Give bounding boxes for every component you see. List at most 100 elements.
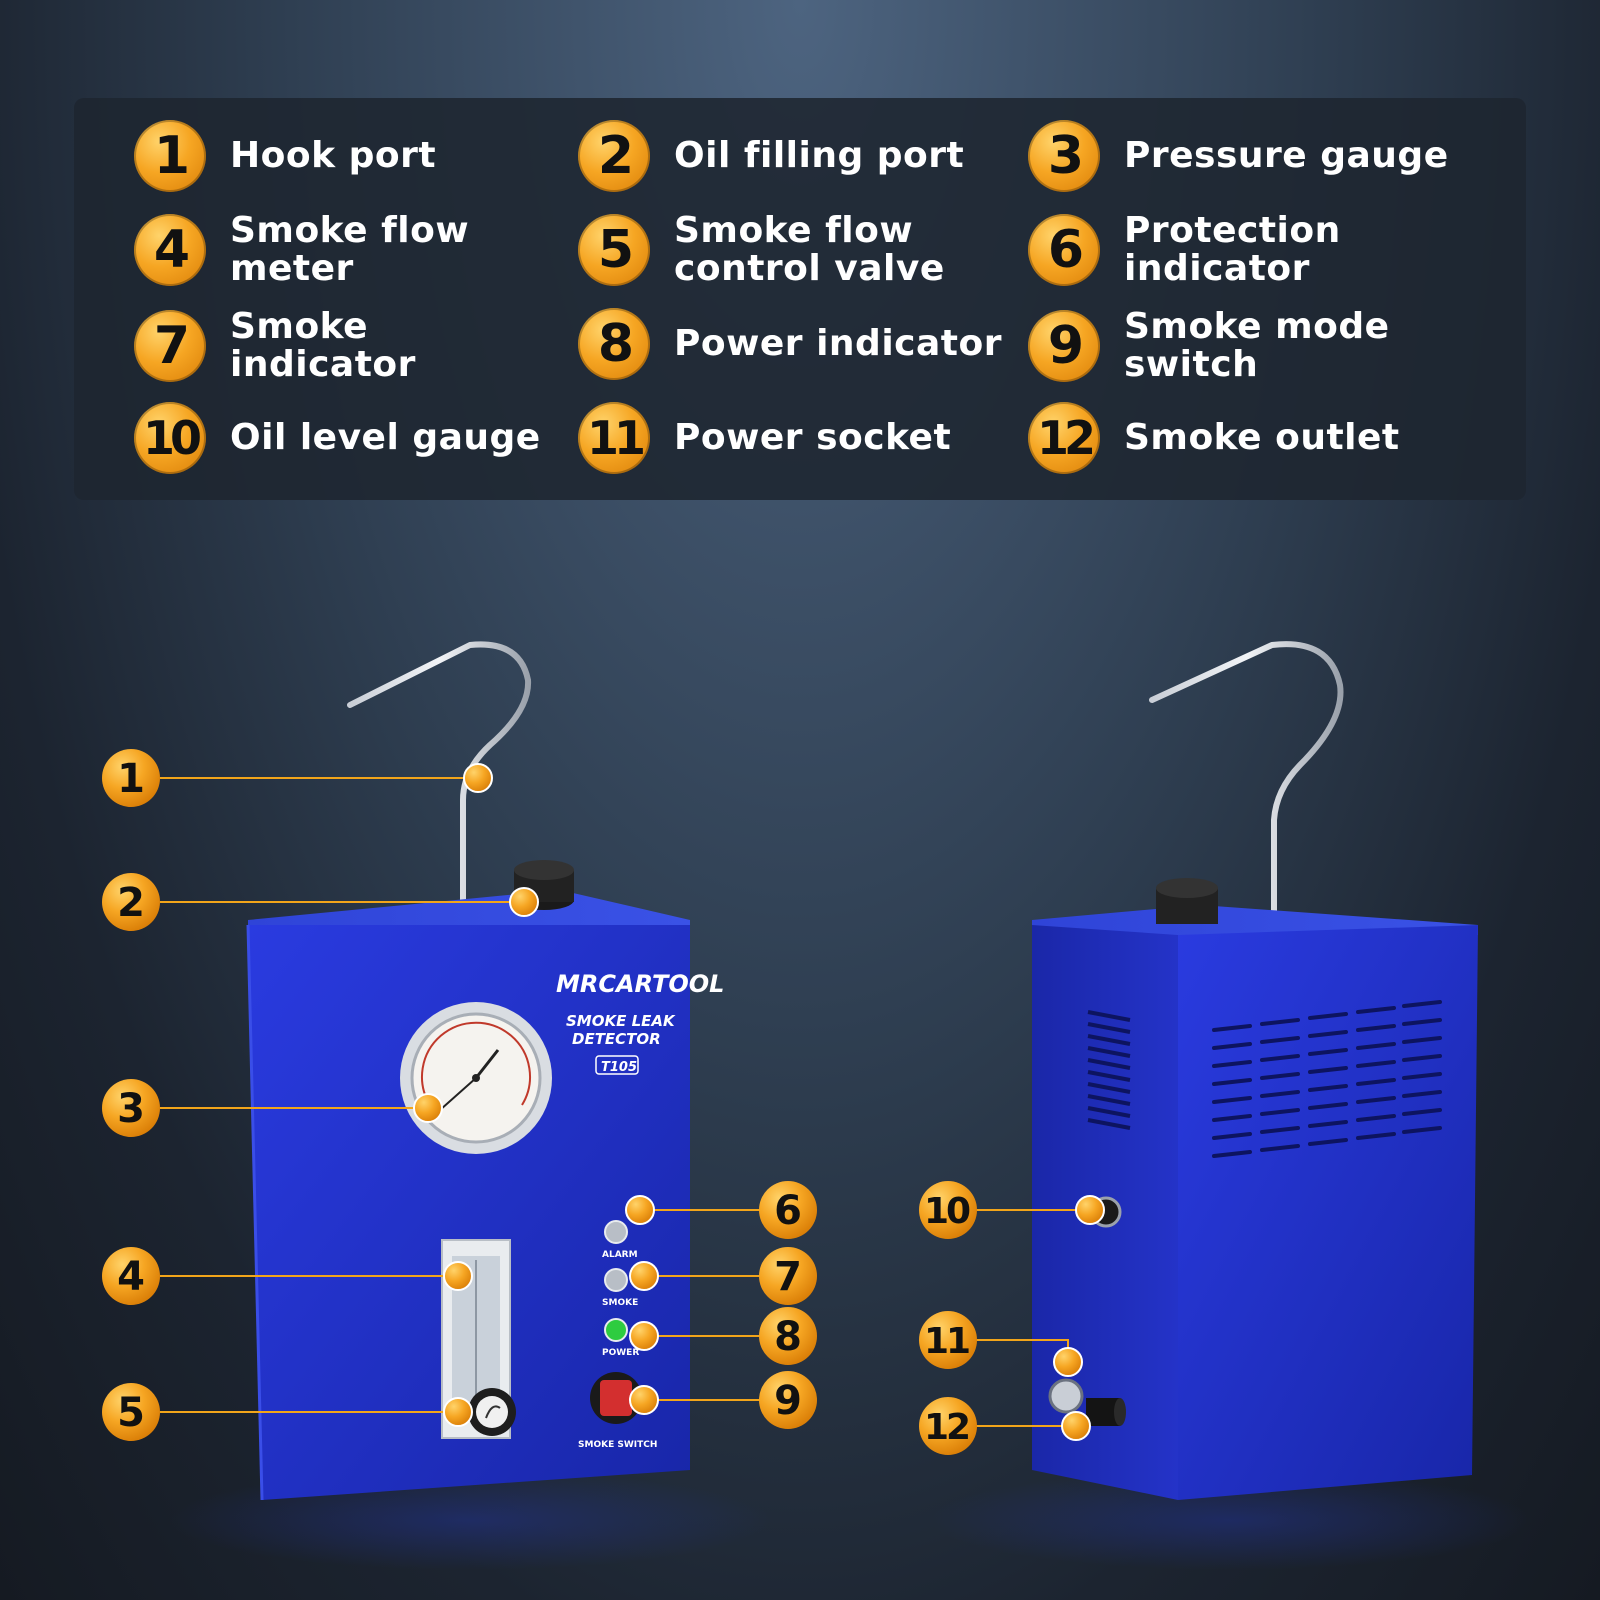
callout-dots [413, 763, 1105, 1441]
callout-number-1: 1 [117, 756, 145, 802]
legend-item-power-indicator: 8 Power indicator [578, 308, 1002, 380]
legend-badge: 5 [578, 214, 650, 286]
callout-dot-5 [443, 1397, 473, 1427]
side-vent [1087, 1010, 1131, 1130]
callout-badge-5 [102, 1383, 160, 1441]
legend-item-oil-filling-port: 2 Oil filling port [578, 120, 964, 192]
callout-dot-10 [1075, 1195, 1105, 1225]
oil-cap-top [1156, 878, 1218, 898]
model-number: T105 [601, 1060, 637, 1075]
device-top [248, 890, 690, 935]
callout-number-4: 4 [117, 1254, 145, 1300]
control-valve-face [476, 1396, 508, 1428]
callout-number-3: 3 [117, 1086, 145, 1132]
smoke-switch-label: SMOKE SWITCH [578, 1440, 657, 1450]
alarm-light [604, 1220, 628, 1244]
legend-item-protection-indicator: 6 Protection indicator [1028, 212, 1341, 288]
legend-badge: 2 [578, 120, 650, 192]
callout-number-10: 10 [924, 1191, 970, 1232]
product-name-line2: DETECTOR [572, 1030, 661, 1048]
pressure-gauge-scale [421, 1021, 531, 1106]
control-valve-arrow [485, 1405, 501, 1419]
callout-number-6: 6 [774, 1188, 802, 1234]
legend-badge: 1 [134, 120, 206, 192]
callout-dot-9 [629, 1385, 659, 1415]
callout-badge-12 [919, 1397, 977, 1455]
legend-label: Smoke indicator [230, 306, 416, 385]
legend-label: Protection indicator [1124, 210, 1341, 289]
power-light [604, 1318, 628, 1342]
callout-number-11: 11 [924, 1321, 969, 1362]
legend-item-oil-level-gauge: 10 Oil level gauge [134, 402, 541, 474]
legend-item-power-socket: 11 Power socket [578, 402, 951, 474]
smoke-light [604, 1268, 628, 1292]
callout-dot-4 [443, 1261, 473, 1291]
hook [1149, 641, 1344, 953]
legend-item-smoke-flow-control-valve: 5 Smoke flow control valve [578, 212, 945, 288]
legend-label: Pressure gauge [1124, 135, 1449, 176]
product-name-line1: SMOKE LEAK [566, 1012, 676, 1030]
legend-badge: 11 [578, 402, 650, 474]
callout-badge-7 [759, 1247, 817, 1305]
device-edge [246, 924, 264, 1501]
smoke-outlet-nozzle [1114, 1398, 1126, 1426]
legend-item-smoke-mode-switch: 9 Smoke mode switch [1028, 308, 1390, 384]
legend-panel: 1 Hook port 2 Oil filling port 3 Pressur… [74, 98, 1526, 500]
legend-badge: 12 [1028, 402, 1100, 474]
pressure-gauge-needle [474, 1049, 500, 1079]
callout-number-9: 9 [774, 1378, 802, 1424]
legend-label: Power indicator [674, 323, 1002, 364]
legend-label: Smoke outlet [1124, 417, 1400, 458]
legend-label: Oil filling port [674, 135, 965, 176]
legend-item-pressure-gauge: 3 Pressure gauge [1028, 120, 1449, 192]
legend-item-smoke-outlet: 12 Smoke outlet [1028, 402, 1400, 474]
callout-badge-2 [102, 873, 160, 931]
callout-dot-3 [413, 1093, 443, 1123]
pressure-gauge-needle-tail [439, 1077, 477, 1111]
oil-cap-top [514, 860, 574, 880]
callout-number-8: 8 [774, 1314, 802, 1360]
pressure-gauge-hub [472, 1074, 480, 1082]
callout-badge-11 [919, 1311, 977, 1369]
callout-dot-7 [629, 1261, 659, 1291]
callout-badge-8 [759, 1307, 817, 1365]
rear-vent [1212, 1000, 1442, 1158]
legend-badge: 7 [134, 310, 206, 382]
legend-label: Smoke flow meter [230, 210, 470, 289]
legend-badge: 8 [578, 308, 650, 380]
callout-number-7: 7 [774, 1254, 802, 1300]
legend-item-smoke-flow-meter: 4 Smoke flow meter [134, 212, 469, 288]
callout-badge-6 [759, 1181, 817, 1239]
callout-number-5: 5 [117, 1390, 145, 1436]
power-label: POWER [602, 1348, 639, 1358]
callout-number-2: 2 [117, 880, 145, 926]
alarm-label: ALARM [602, 1250, 638, 1260]
brand-logo: MRCARTOOL [556, 970, 724, 998]
callout-dot-1 [463, 763, 493, 793]
legend-label: Hook port [230, 135, 437, 176]
back-device [1032, 641, 1478, 1500]
callout-dot-12 [1061, 1411, 1091, 1441]
callout-badges: 1 2 3 4 5 6 7 8 9 10 11 12 [102, 749, 977, 1455]
callout-dot-2 [509, 887, 539, 917]
device-front-face [248, 925, 690, 1500]
callout-dot-8 [629, 1321, 659, 1351]
leader-lines [160, 777, 1090, 1427]
legend-badge: 10 [134, 402, 206, 474]
power-socket [1048, 1378, 1084, 1414]
legend-label: Smoke flow control valve [674, 210, 945, 289]
model-box [595, 1055, 639, 1075]
floor-reflection [930, 1470, 1530, 1570]
legend-badge: 6 [1028, 214, 1100, 286]
device-top [1032, 905, 1478, 935]
legend-badge: 9 [1028, 310, 1100, 382]
callout-badge-3 [102, 1079, 160, 1137]
callout-badge-10 [919, 1181, 977, 1239]
legend-label: Smoke mode switch [1124, 306, 1390, 385]
callout-dot-6 [625, 1195, 655, 1225]
callout-badge-9 [759, 1371, 817, 1429]
legend-label: Oil level gauge [230, 417, 541, 458]
legend-item-hook-port: 1 Hook port [134, 120, 436, 192]
callout-badge-4 [102, 1247, 160, 1305]
